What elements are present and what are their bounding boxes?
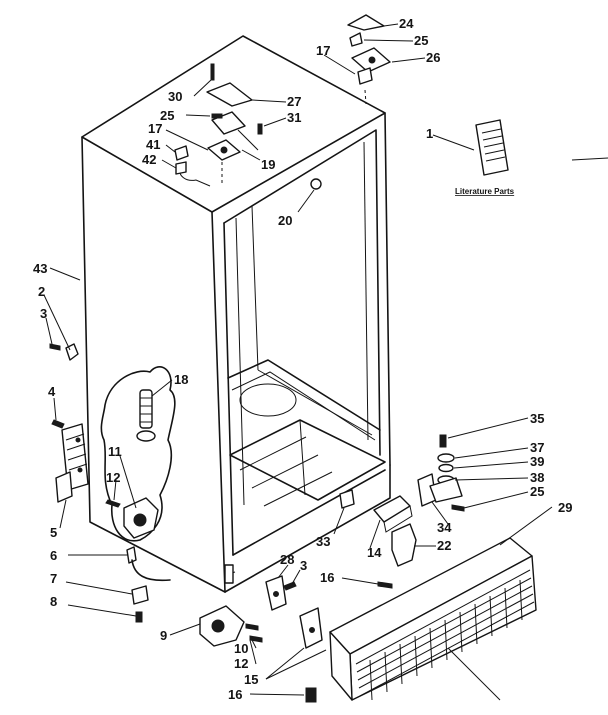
callout-26: 26 [426,50,440,65]
callout-25: 25 [530,484,544,499]
callout-14: 14 [367,545,382,560]
literature-parts-caption: Literature Parts [455,187,515,196]
callout-25: 25 [160,108,174,123]
callout-8: 8 [50,594,57,609]
literature-parts [475,119,509,176]
callout-3: 3 [300,558,307,573]
callout-30: 30 [168,89,182,104]
callout-7: 7 [50,571,57,586]
top-right-hinge-assembly [347,14,391,105]
callout-38: 38 [530,470,544,485]
callout-35: 35 [530,411,544,426]
callout-29: 29 [558,500,572,515]
callout-42: 42 [142,152,156,167]
plug-20 [310,178,322,190]
callout-18: 18 [174,372,188,387]
callout-1: 1 [426,126,433,141]
callout-19: 19 [261,157,275,172]
callout-12: 12 [106,470,120,485]
callout-5: 5 [50,525,57,540]
callout-20: 20 [278,213,292,228]
callout-24: 24 [399,16,414,31]
cabinet-body [81,35,391,593]
callout-31: 31 [287,110,301,125]
callout-39: 39 [530,454,544,469]
callout-9: 9 [160,628,167,643]
callout-41: 41 [146,137,160,152]
callout-6: 6 [50,548,57,563]
callout-labels: 24 25 26 17 30 27 25 31 17 41 42 19 20 1… [33,16,572,702]
callout-34: 34 [437,520,452,535]
bottom-center-parts [199,575,323,703]
callout-25: 25 [414,33,428,48]
callout-37: 37 [530,440,544,455]
callout-2: 2 [38,284,45,299]
left-parts [49,343,171,623]
callout-15: 15 [244,672,258,687]
callout-43: 43 [33,261,47,276]
callout-33: 33 [316,534,330,549]
callout-27: 27 [287,94,301,109]
callout-22: 22 [437,538,451,553]
top-center-hinge-assembly [206,63,263,185]
callout-28: 28 [280,552,294,567]
callout-4: 4 [48,384,56,399]
leader-lines [43,23,608,701]
side-cutaway [100,366,176,542]
callout-16: 16 [228,687,242,702]
callout-16: 16 [320,570,334,585]
callout-3: 3 [40,306,47,321]
callout-12: 12 [234,656,248,671]
clip-and-wire-41-42 [174,145,211,187]
callout-10: 10 [234,641,248,656]
callout-17: 17 [148,121,162,136]
callout-11: 11 [108,444,122,459]
grille-slots [355,569,535,701]
callout-17: 17 [316,43,330,58]
bottom-right-parts [329,434,537,701]
